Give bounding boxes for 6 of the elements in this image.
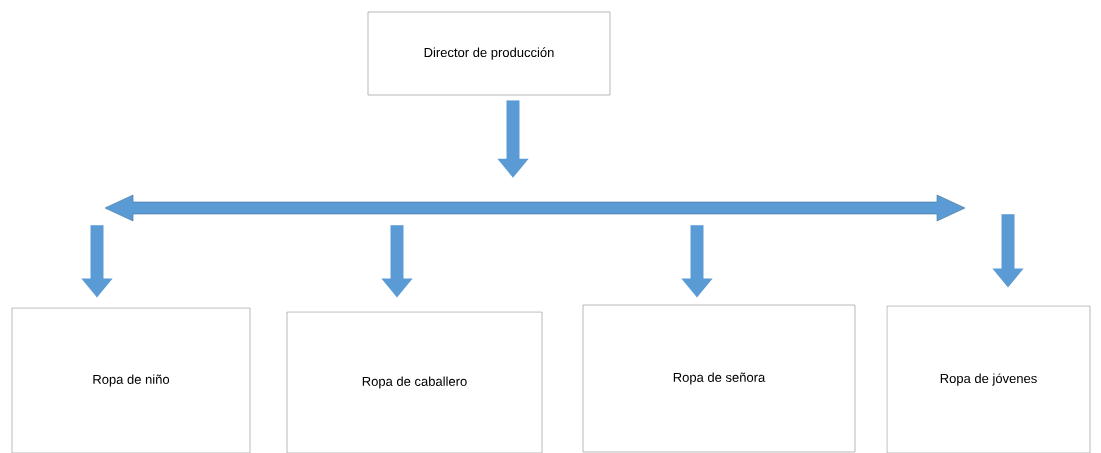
text-box: Ropa de jóvenes [886, 305, 1091, 453]
text-box: Ropa de señora [582, 304, 856, 453]
text-box: Ropa de caballero [286, 311, 543, 453]
double-arrow [104, 194, 966, 222]
text-box: Ropa de niño [11, 307, 251, 453]
text-box: Director de producción [367, 11, 611, 96]
